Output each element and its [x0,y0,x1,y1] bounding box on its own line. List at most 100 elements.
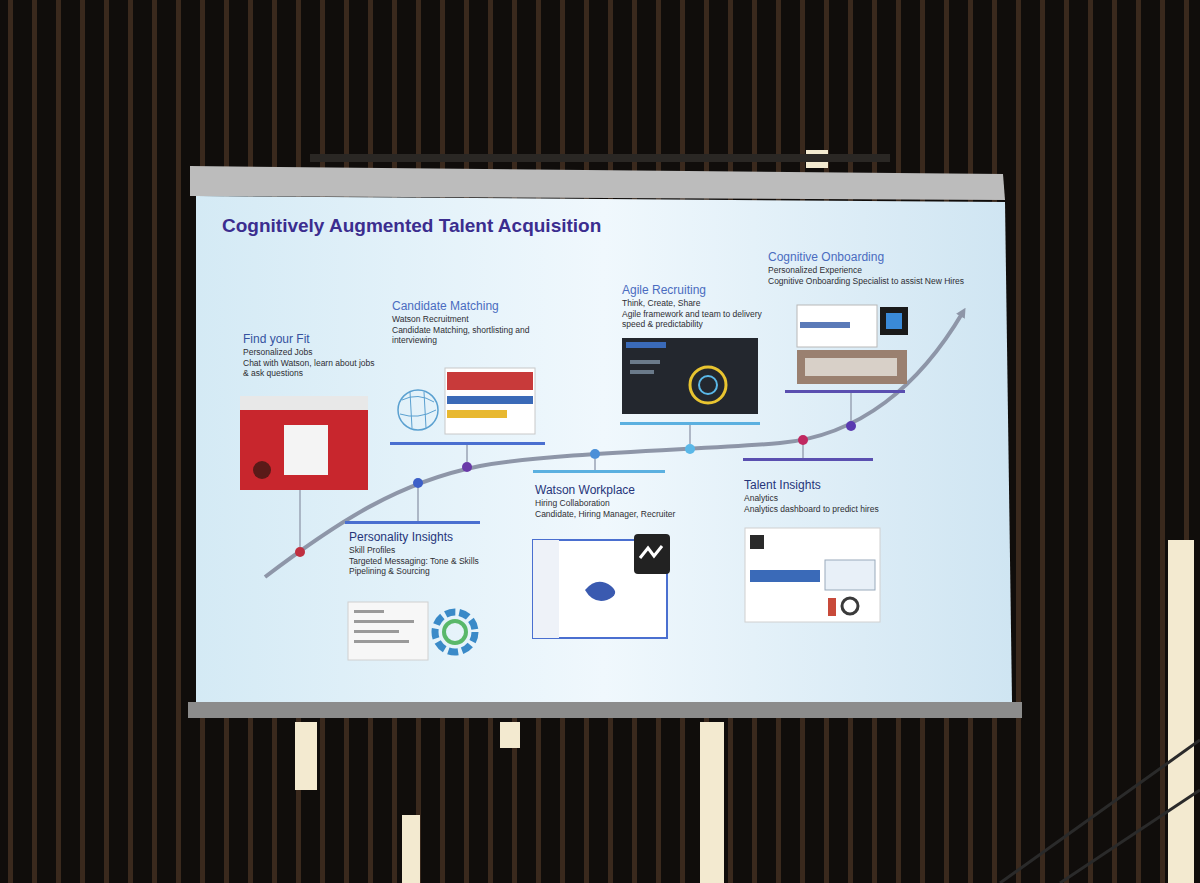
stage-detail: Think, Create, Share [622,298,772,309]
screenshot-row [630,360,660,364]
screenshot-row [630,370,654,374]
bot-icon [880,307,908,335]
app-logo [640,546,662,558]
stage-block: Candidate MatchingWatson RecruitmentCand… [392,299,542,346]
light-strip [402,815,420,883]
stage-detail: Watson Recruitment [392,314,542,325]
screenshot-row [354,620,414,623]
stage-detail: Analytics dashboard to predict hires [744,504,912,515]
stage-bar [785,390,905,393]
screenshot-row [626,342,666,348]
handrail [1000,740,1200,883]
bot-icon [886,313,902,329]
rail-line [1060,790,1200,883]
agile-screenshot [622,338,758,414]
find-fit-screenshot [240,396,368,490]
stage-detail: Targeted Messaging: Tone & Skills [349,556,489,567]
screenshot-row [800,322,850,328]
mount-rod [310,154,890,162]
screenshot-row [447,396,533,404]
light-strip [1168,540,1194,883]
stage-block: Watson WorkplaceHiring CollaborationCand… [535,483,700,519]
stage-block: Find your FitPersonalized JobsChat with … [243,332,378,379]
workplace-screenshot [533,534,670,638]
stage-detail: Chat with Watson, learn about jobs & ask… [243,358,378,379]
curve-dot [295,547,305,557]
curve-dot [685,444,695,454]
brain-sketch [398,390,438,430]
leader-lines [300,392,851,547]
stage-block: Agile RecruitingThink, Create, ShareAgil… [622,283,772,330]
screenshot [745,528,880,622]
stage-heading: Watson Workplace [535,483,700,498]
curve-dot [798,435,808,445]
stage-detail: Agile framework and team to delivery spe… [622,309,772,330]
stage-heading: Cognitive Onboarding [768,250,973,265]
screen-surface [196,196,1012,702]
stage-heading: Personality Insights [349,530,489,545]
screenshot-dial [699,376,717,394]
stage-heading: Agile Recruiting [622,283,772,298]
screenshot-bar [828,598,836,616]
light-strip [295,722,317,790]
stage-detail: Cognitive Onboarding Specialist to assis… [768,276,973,287]
stage-bar [620,422,760,425]
sunburst-chart [444,621,466,643]
stage-block: Talent InsightsAnalyticsAnalytics dashbo… [744,478,912,514]
leader-line [850,392,852,421]
stage-detail: Personalized Experience [768,265,973,276]
screenshot-header [240,396,368,410]
screenshot [348,602,428,660]
personality-screenshot [348,602,475,660]
light-strip [500,722,520,748]
leader-line [466,444,468,462]
stage-detail: Skill Profiles [349,545,489,556]
screenshot-banner [447,372,533,390]
onboarding-screenshot [797,305,908,384]
stage-detail: Analytics [744,493,912,504]
stage-bar [533,470,665,473]
leader-line [299,490,301,547]
rail-line [1000,740,1200,883]
sunburst-chart [435,612,475,652]
screenshot [445,368,535,434]
screenshot-icon [253,461,271,479]
leader-line [802,444,804,460]
keyboard-photo [797,350,907,384]
curve-dot [413,478,423,488]
stage-bar [390,442,545,445]
screenshot-bar [750,570,820,582]
leader-line [417,487,419,523]
keyboard-photo [805,358,897,376]
screenshot-block [750,535,764,549]
slide-title: Cognitively Augmented Talent Acquisition [222,215,601,237]
stage-detail: Candidate Matching, shortlisting and int… [392,325,542,346]
screenshot-sidebar [533,540,559,638]
candidate-screenshot [398,368,535,434]
curve-dot [462,462,472,472]
talent-screenshot [745,528,880,622]
stage-bar [345,521,480,524]
stage-detail: Hiring Collaboration [535,498,700,509]
screenshot [622,338,758,414]
screenshot-chart [825,560,875,590]
stage-heading: Find your Fit [243,332,378,347]
screenshot-panel [284,425,328,475]
brain-sketch [400,392,436,428]
leader-line [689,424,691,444]
screenshot-donut [842,598,858,614]
stage-block: Cognitive OnboardingPersonalized Experie… [768,250,973,286]
light-strip [700,722,724,883]
screenshot-figure [585,582,615,601]
screenshot-row [354,630,399,633]
screenshot-dial [690,367,726,403]
curve-dot [846,421,856,431]
stage-heading: Talent Insights [744,478,912,493]
screenshot [240,396,368,490]
screen-housing [190,166,1005,200]
stage-heading: Candidate Matching [392,299,542,314]
stage-detail: Pipelining & Sourcing [349,566,489,577]
